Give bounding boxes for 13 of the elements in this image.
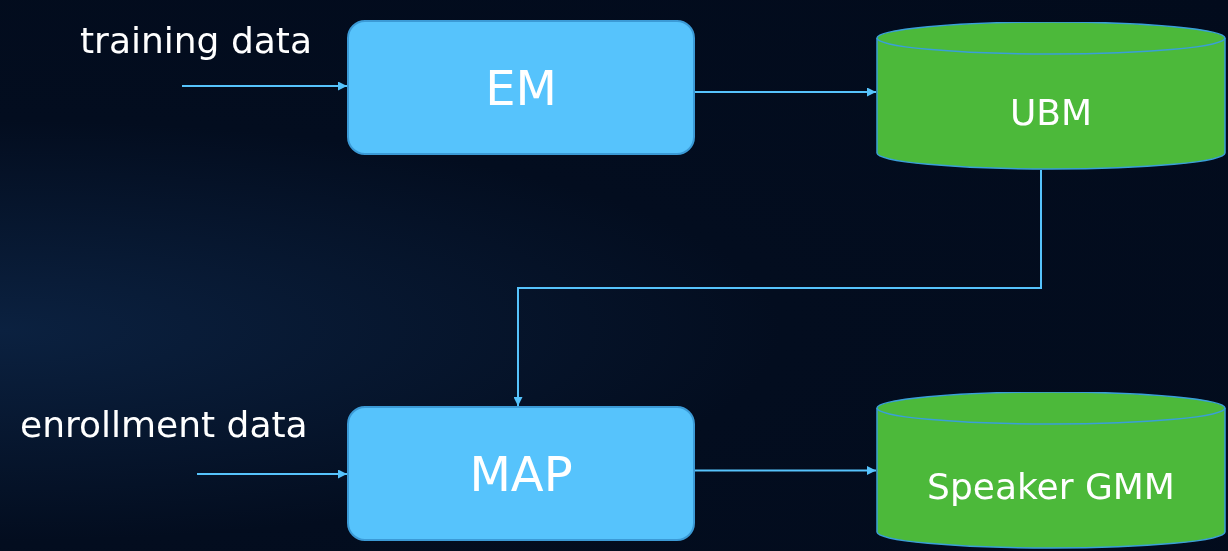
arrow — [181, 81, 348, 91]
node-label: EM — [485, 59, 557, 116]
arrow — [196, 469, 348, 479]
process-box — [347, 406, 695, 541]
node-label: MAP — [469, 445, 573, 502]
input-label: enrollment data — [20, 404, 308, 445]
input-label: training data — [80, 20, 312, 61]
arrow — [513, 169, 1042, 407]
arrow — [694, 87, 877, 97]
node-label: Speaker GMM — [927, 466, 1175, 507]
arrow — [694, 466, 877, 475]
node-label: UBM — [1009, 91, 1093, 133]
process-box — [347, 20, 695, 155]
